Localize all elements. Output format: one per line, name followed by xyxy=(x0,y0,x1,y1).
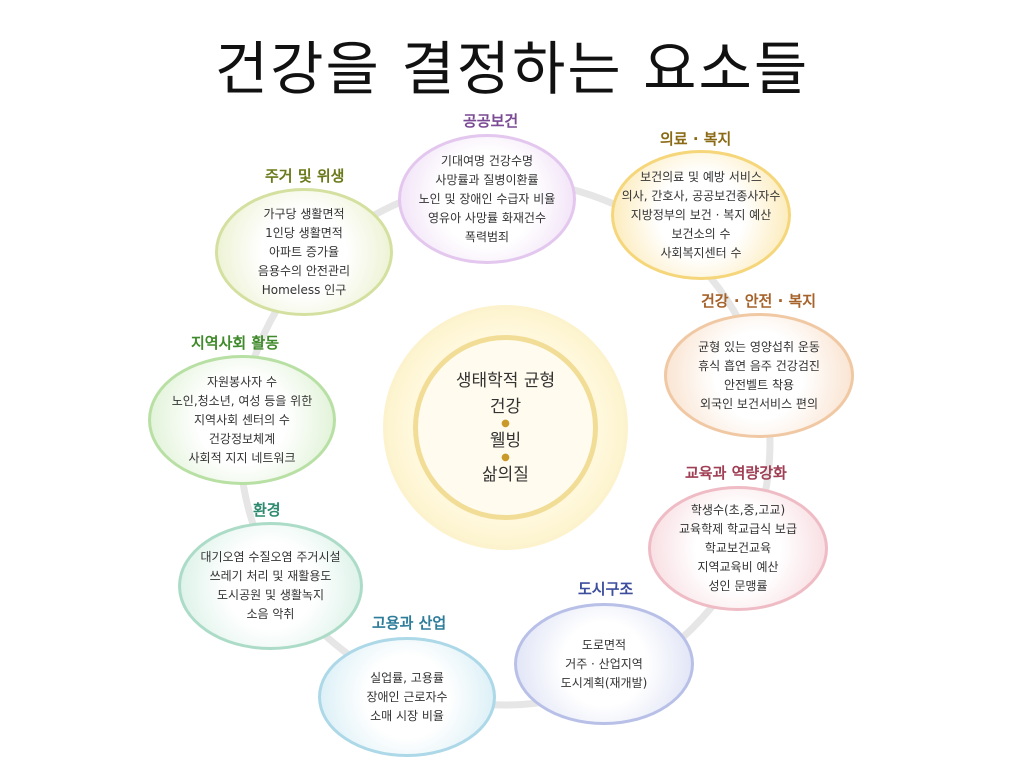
node-item: 자원봉사자 수 xyxy=(206,374,278,389)
node-item: 사회적 지지 네트워크 xyxy=(188,450,296,465)
center-circle: 생태학적 균형 건강 ● 웰빙 ● 삶의질 xyxy=(383,305,628,550)
node-item: 보건의료 및 예방 서비스 xyxy=(640,169,762,184)
center-line-wellbeing: 웰빙 xyxy=(489,430,522,451)
node-label-public-health: 공공보건 xyxy=(463,112,519,130)
node-health-safety: 균형 있는 영양섭취 운동 휴식 흡연 음주 건강검진 안전벨트 착용 외국인 … xyxy=(664,313,854,438)
node-item: 가구당 생활면적 xyxy=(263,206,345,221)
node-item: 균형 있는 영양섭취 운동 xyxy=(698,339,820,354)
node-employment: 실업률, 고용률 장애인 근로자수 소매 시장 비율 xyxy=(318,637,496,757)
node-item: 건강정보체계 xyxy=(208,431,276,446)
node-item: 소음 악취 xyxy=(246,607,295,621)
center-line-health: 건강 xyxy=(489,396,522,417)
node-item: 대기오염 수질오염 주거시설 xyxy=(200,550,341,564)
node-item: 교육학제 학교급식 보급 xyxy=(678,522,798,536)
page-title: 건강을 결정하는 요소들 xyxy=(214,35,810,103)
node-label-environment: 환경 xyxy=(253,501,281,519)
node-item: 1인당 생활면적 xyxy=(265,225,343,240)
node-label-health-safety: 건강 · 안전 · 복지 xyxy=(701,292,817,310)
node-item: 지역사회 센터의 수 xyxy=(194,412,290,427)
node-item: 사회복지센터 수 xyxy=(660,245,742,260)
node-item: 지역교육비 예산 xyxy=(697,560,779,574)
node-item: 학생수(초,중,고교) xyxy=(690,503,786,517)
node-item: Homeless 인구 xyxy=(261,282,347,297)
node-item: 의사, 간호사, 공공보건종사자수 xyxy=(621,188,781,203)
node-public-health: 기대여명 건강수명 사망률과 질병이환률 노인 및 장애인 수급자 비율 영유아… xyxy=(398,134,576,264)
node-item: 아파트 증가율 xyxy=(268,244,340,259)
node-environment: 대기오염 수질오염 주거시설 쓰레기 처리 및 재활용도 도시공원 및 생활녹지… xyxy=(178,522,363,650)
node-item: 성인 문맹률 xyxy=(708,579,768,593)
node-medical-welfare: 보건의료 및 예방 서비스 의사, 간호사, 공공보건종사자수 지방정부의 보건… xyxy=(611,150,791,280)
node-item: 영유아 사망률 화재건수 xyxy=(427,210,547,225)
node-item: 기대여명 건강수명 xyxy=(440,153,534,168)
node-item: 보건소의 수 xyxy=(671,226,731,241)
node-item: 노인 및 장애인 수급자 비율 xyxy=(418,191,556,206)
node-urban-structure: 도로면적 거주 · 산업지역 도시계획(재개발) xyxy=(514,603,694,725)
node-label-medical-welfare: 의료 · 복지 xyxy=(660,130,732,148)
node-item: 장애인 근로자수 xyxy=(366,689,448,704)
node-label-community: 지역사회 활동 xyxy=(191,334,280,352)
node-item: 실업률, 고용률 xyxy=(370,670,444,685)
node-item: 음용수의 안전관리 xyxy=(257,263,351,278)
center-dot: ● xyxy=(501,417,510,429)
node-community: 자원봉사자 수 노인,청소년, 여성 등을 위한 지역사회 센터의 수 건강정보… xyxy=(148,355,336,485)
node-item: 사망률과 질병이환률 xyxy=(435,172,539,187)
node-label-housing: 주거 및 위생 xyxy=(265,167,345,185)
node-item: 노인,청소년, 여성 등을 위한 xyxy=(171,393,313,408)
node-item: 도시공원 및 생활녹지 xyxy=(217,588,324,602)
node-education: 학생수(초,중,고교) 교육학제 학교급식 보급 학교보건교육 지역교육비 예산… xyxy=(648,486,828,611)
center-inner-circle: 생태학적 균형 건강 ● 웰빙 ● 삶의질 xyxy=(413,335,598,520)
node-item: 거주 · 산업지역 xyxy=(565,656,643,671)
node-item: 쓰레기 처리 및 재활용도 xyxy=(209,569,332,583)
node-item: 폭력범죄 xyxy=(464,229,510,244)
node-item: 학교보건교육 xyxy=(704,541,772,555)
node-housing: 가구당 생활면적 1인당 생활면적 아파트 증가율 음용수의 안전관리 Home… xyxy=(215,188,393,316)
center-line-quality: 삶의질 xyxy=(482,464,529,485)
node-label-education: 교육과 역량강화 xyxy=(685,464,787,482)
node-item: 도시계획(재개발) xyxy=(560,675,648,690)
node-label-employment: 고용과 산업 xyxy=(372,614,447,632)
node-item: 지방정부의 보건 · 복지 예산 xyxy=(630,207,772,222)
node-item: 소매 시장 비율 xyxy=(370,708,444,723)
node-item: 휴식 흡연 음주 건강검진 xyxy=(698,358,820,373)
node-label-urban-structure: 도시구조 xyxy=(578,580,634,598)
node-item: 외국인 보건서비스 편의 xyxy=(699,396,819,411)
center-dot: ● xyxy=(501,451,510,463)
node-item: 도로면적 xyxy=(581,637,627,652)
node-item: 안전벨트 착용 xyxy=(723,377,795,392)
center-line-ecology: 생태학적 균형 xyxy=(455,370,556,391)
